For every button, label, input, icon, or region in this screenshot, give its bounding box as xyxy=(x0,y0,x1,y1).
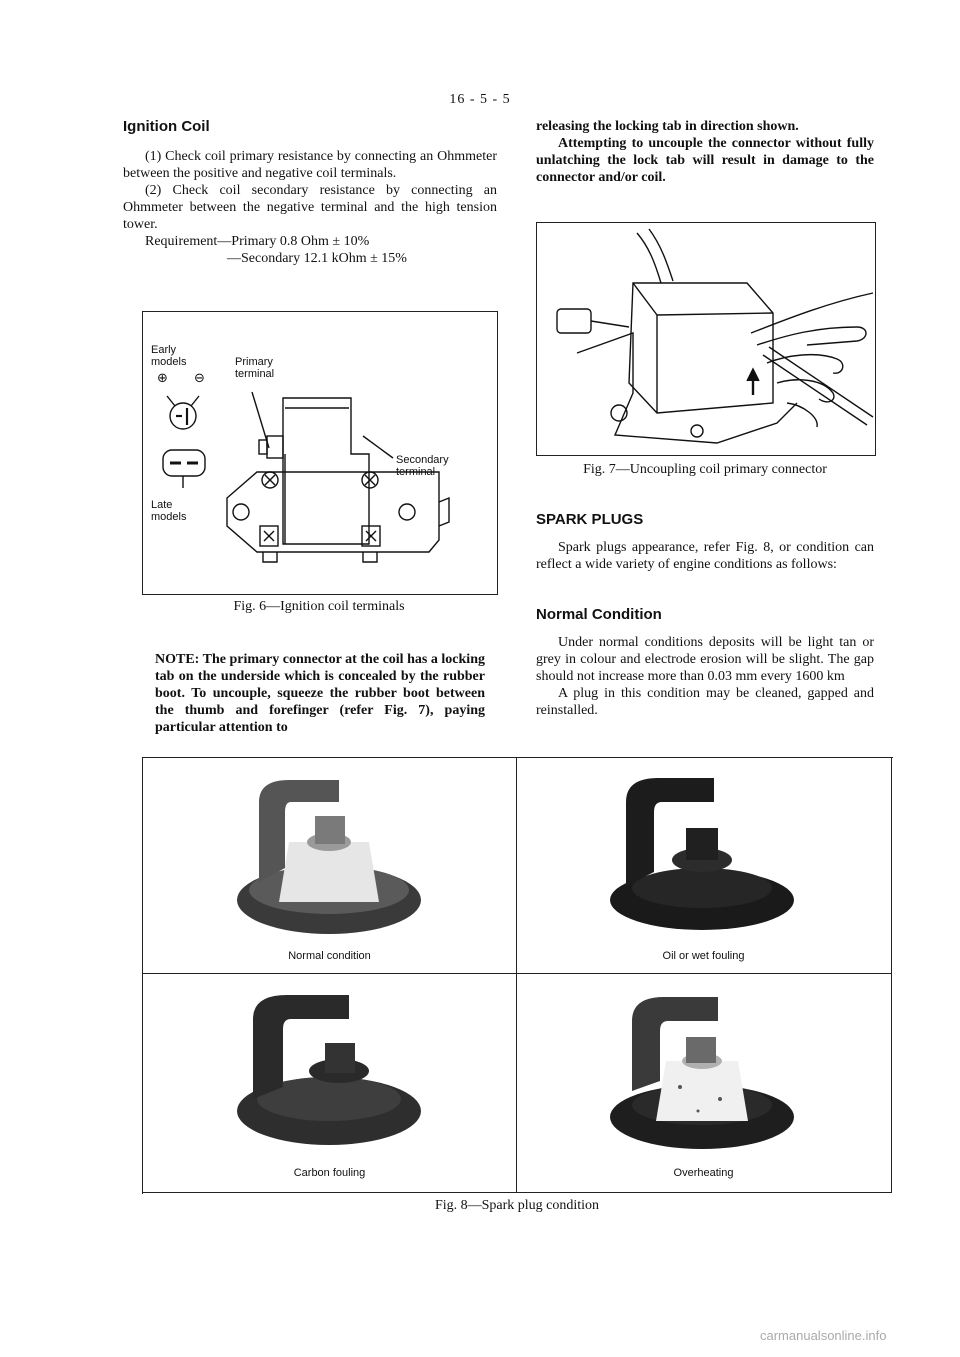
label-early-models: models xyxy=(151,356,187,368)
locking-tab-line1: releasing the locking tab in direction s… xyxy=(536,119,799,134)
figure-7-caption: Fig. 7—Uncoupling coil primary connector xyxy=(583,462,827,477)
label-secondary: Secondary xyxy=(396,454,449,466)
locking-tab-line2: Attempting to uncouple the connector wit… xyxy=(536,136,874,185)
label-overheating: Overheating xyxy=(673,1167,734,1179)
plus-terminal-icon: ⊕ xyxy=(157,370,168,385)
spark-plugs-p1: Spark plugs appearance, refer Fig. 8, or… xyxy=(536,540,874,572)
plug-cell-oil-fouling: Oil or wet fouling xyxy=(516,758,892,974)
plug-photo-oil-fouling xyxy=(610,778,794,930)
normal-condition-heading: Normal Condition xyxy=(536,606,662,623)
figure-7-uncoupling-illustration xyxy=(536,222,876,456)
requirement-secondary: —Secondary 12.1 kOhm ± 15% xyxy=(227,251,407,266)
ignition-coil-p2: (2) Check coil secondary resistance by c… xyxy=(123,183,497,232)
figure-6-ignition-coil-diagram: Early models ⊕ ⊖ Primary terminal Second… xyxy=(142,311,498,595)
label-late: Late xyxy=(151,499,173,511)
label-secondary-terminal: terminal xyxy=(396,466,436,478)
normal-condition-p2: A plug in this condition may be cleaned,… xyxy=(536,686,874,718)
label-oil-fouling: Oil or wet fouling xyxy=(662,950,745,962)
ignition-coil-p1: (1) Check coil primary resistance by con… xyxy=(123,149,497,181)
figure-8-spark-plug-grid: Normal condition Oil or wet fouling Carb… xyxy=(142,757,893,1194)
spark-plugs-text: Spark plugs appearance, refer Fig. 8, or… xyxy=(536,539,874,573)
ignition-coil-heading: Ignition Coil xyxy=(123,118,210,135)
plug-photo-normal xyxy=(237,780,421,934)
note-text: NOTE: The primary connector at the coil … xyxy=(155,652,485,735)
plug-photo-carbon-fouling xyxy=(237,995,421,1145)
figure-8-caption: Fig. 8—Spark plug condition xyxy=(434,1198,600,1213)
watermark-footer: carmanualsonline.info xyxy=(760,1328,887,1343)
label-early: Early xyxy=(151,344,177,356)
plug-cell-carbon-fouling: Carbon fouling xyxy=(143,973,517,1193)
label-late-models: models xyxy=(151,511,187,523)
figure-6-caption: Fig. 6—Ignition coil terminals xyxy=(233,599,405,614)
page-number: 16 - 5 - 5 xyxy=(449,92,511,107)
ignition-coil-text: (1) Check coil primary resistance by con… xyxy=(123,148,497,267)
connector-drawing xyxy=(556,228,874,444)
label-primary-terminal: terminal xyxy=(235,368,275,380)
label-primary: Primary xyxy=(235,356,273,368)
ignition-coil-drawing xyxy=(162,391,450,563)
minus-terminal-icon: ⊖ xyxy=(194,370,205,385)
plug-cell-normal: Normal condition xyxy=(143,758,517,974)
plug-cell-overheating: Overheating xyxy=(516,973,892,1193)
requirement-primary: Requirement—Primary 0.8 Ohm ± 10% xyxy=(145,234,370,249)
spark-plugs-heading: SPARK PLUGS xyxy=(536,511,644,528)
label-normal-condition: Normal condition xyxy=(288,950,371,962)
label-carbon-fouling: Carbon fouling xyxy=(293,1167,366,1179)
locking-tab-text: releasing the locking tab in direction s… xyxy=(536,118,874,186)
normal-condition-text: Under normal conditions deposits will be… xyxy=(536,634,874,719)
plug-photo-overheating xyxy=(610,997,794,1149)
normal-condition-p1: Under normal conditions deposits will be… xyxy=(536,635,874,684)
